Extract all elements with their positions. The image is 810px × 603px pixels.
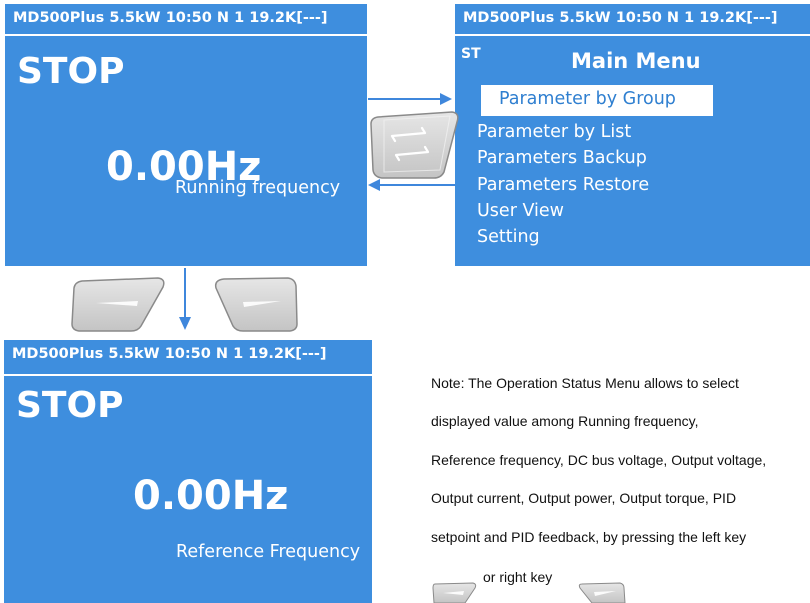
arrow-down [179,268,191,330]
note-line: Output current, Output power, Output tor… [431,490,737,506]
left-key-icon[interactable] [71,277,165,332]
menu-item-parameters-restore[interactable]: Parameters Restore [477,175,650,195]
status-divider [455,34,810,36]
arrow-left [368,179,455,191]
note-line: or right key [483,569,553,585]
menu-title: Main Menu [571,49,701,73]
status-bar: MD500Plus 5.5kW 10:50 N 1 19.2K[---] [13,10,328,26]
status-bar: MD500Plus 5.5kW 10:50 N 1 19.2K[---] [12,346,327,362]
note-left-key-icon [432,582,477,603]
arrow-right [368,93,452,105]
frequency-value: 0.00Hz [133,473,289,519]
menu-item-parameters-backup[interactable]: Parameters Backup [477,148,647,168]
main-menu-screen: MD500Plus 5.5kW 10:50 N 1 19.2K[---] ST … [455,4,810,266]
frequency-value: 0.00Hz [106,144,262,190]
menu-item-parameter-by-list[interactable]: Parameter by List [477,122,632,142]
menu-item-parameter-by-group[interactable]: Parameter by Group [481,85,713,116]
status-screen-running: MD500Plus 5.5kW 10:50 N 1 19.2K[---] STO… [5,4,367,266]
note-line: Note: The Operation Status Menu allows t… [431,375,739,391]
run-state: STOP [17,51,125,92]
status-screen-reference: MD500Plus 5.5kW 10:50 N 1 19.2K[---] STO… [4,340,372,603]
note-line: displayed value among Running frequency, [431,413,699,429]
status-bar: MD500Plus 5.5kW 10:50 N 1 19.2K[---] [463,10,778,26]
right-key-icon[interactable] [214,277,298,332]
status-divider [5,34,367,36]
note-right-key-icon [578,582,626,603]
menu-tag: ST [461,46,481,62]
menu-item-setting[interactable]: Setting [477,227,540,247]
run-state: STOP [16,385,124,426]
value-caption: Reference Frequency [176,542,361,562]
note-line: Reference frequency, DC bus voltage, Out… [431,452,767,468]
value-caption: Running frequency [175,178,341,198]
switch-key-icon[interactable] [370,111,459,179]
status-divider [4,374,372,376]
note-line: setpoint and PID feedback, by pressing t… [431,529,747,545]
menu-item-user-view[interactable]: User View [477,201,564,221]
